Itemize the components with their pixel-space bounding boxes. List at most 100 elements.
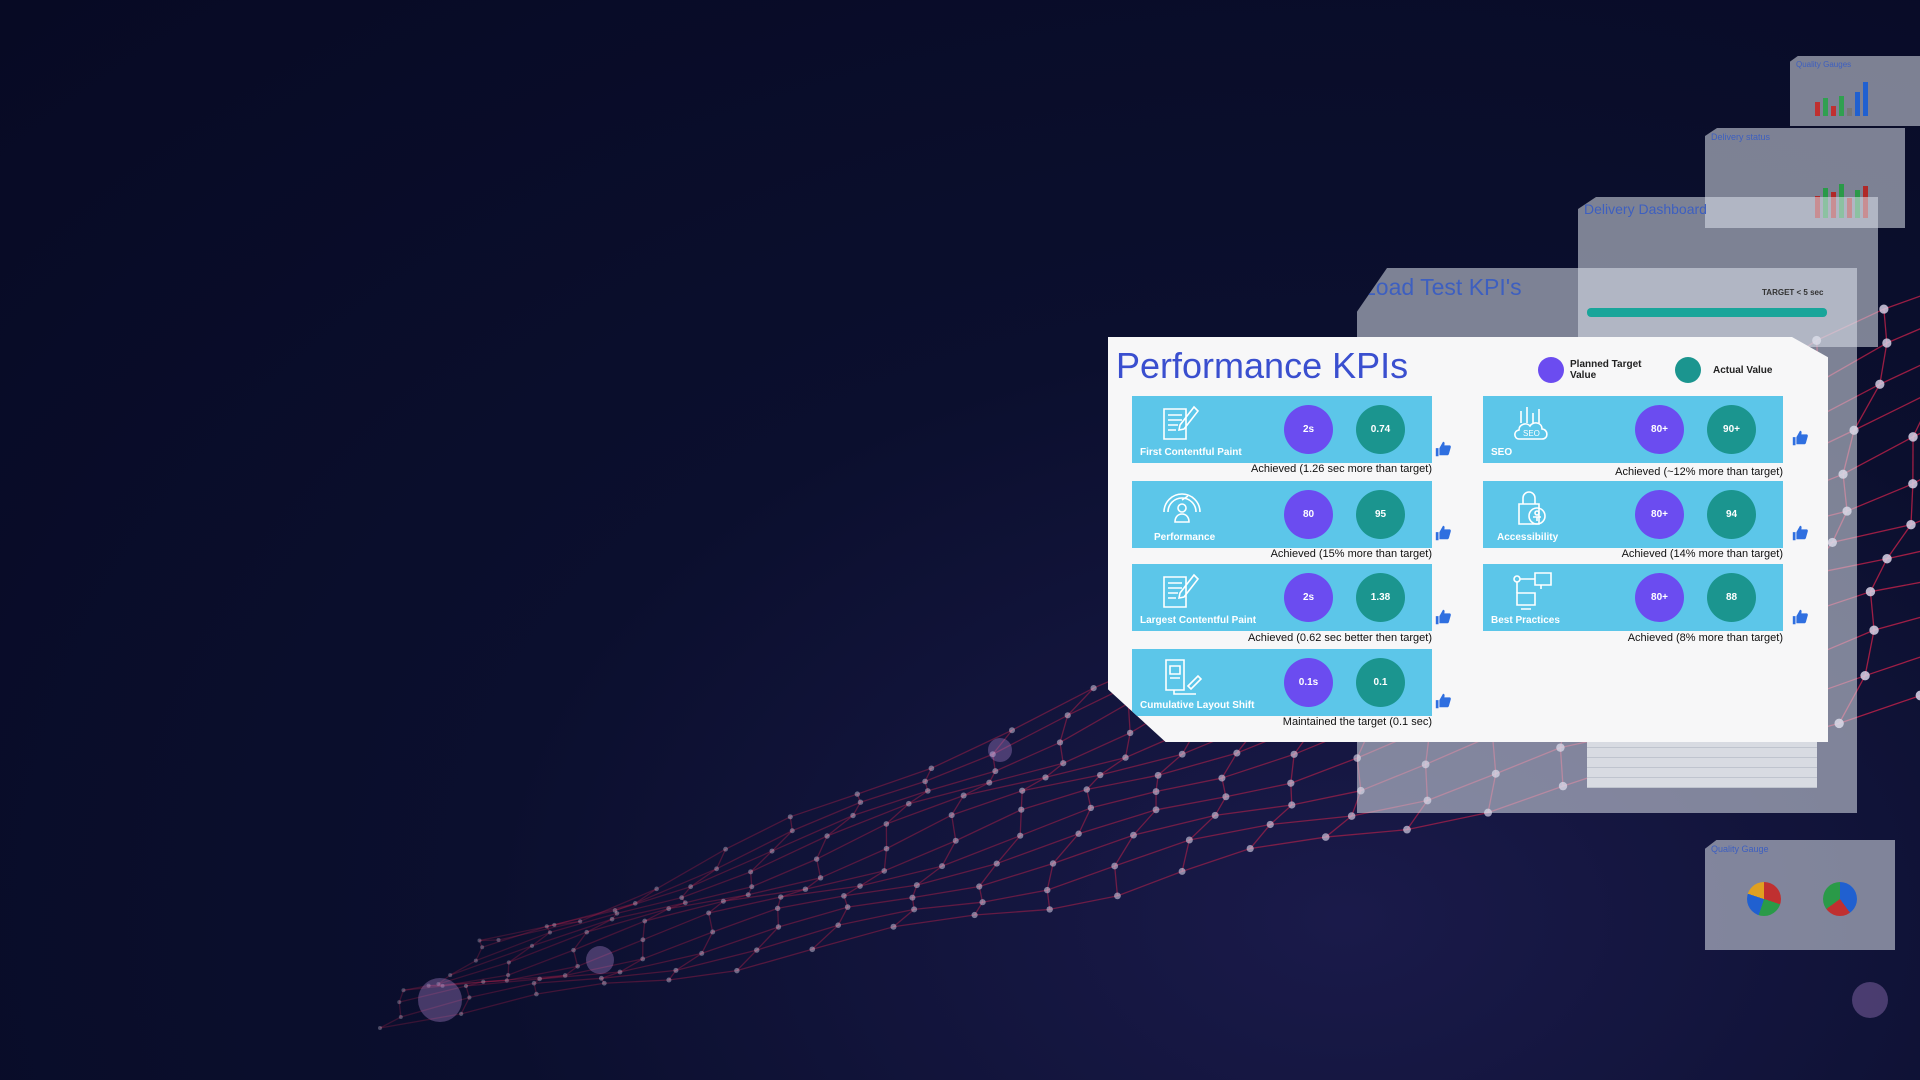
mesh-node [841, 893, 847, 899]
mesh-node [477, 938, 482, 943]
kpi-name: Cumulative Layout Shift [1140, 700, 1255, 711]
mesh-line [989, 762, 1064, 784]
mesh-node [769, 848, 775, 854]
mesh-line [780, 885, 861, 898]
mesh-line [908, 790, 929, 805]
mesh-line [531, 918, 613, 947]
mesh-line [498, 920, 581, 941]
legend-actual: Actual Value [1675, 357, 1772, 383]
mesh-node [844, 904, 851, 910]
mesh-line [716, 830, 793, 870]
mesh-node [883, 845, 890, 852]
mesh-line [1221, 752, 1238, 779]
legend-planned-label: Planned Target Value [1570, 359, 1642, 381]
ghost-pie-chart [1747, 882, 1781, 916]
mesh-node [481, 979, 486, 984]
mesh-line [379, 1013, 462, 1029]
mesh-line [812, 926, 894, 950]
mesh-line [573, 920, 645, 951]
mesh-line [916, 865, 943, 886]
planned-value: 2s [1284, 405, 1333, 454]
mesh-line [789, 816, 793, 831]
mesh-line [573, 931, 588, 951]
mesh-line [951, 790, 1023, 816]
mesh-line [565, 958, 643, 977]
mesh-node [993, 860, 1000, 867]
mesh-line [506, 974, 509, 981]
actual-value: 0.74 [1356, 405, 1405, 454]
mesh-line [579, 888, 657, 922]
ghost-slide-title: Delivery Dashboard [1584, 201, 1707, 217]
mesh-node [909, 894, 916, 901]
mesh-line [988, 770, 996, 783]
mesh-line [749, 871, 753, 887]
mesh-line [912, 885, 980, 899]
mesh-line [1045, 762, 1064, 778]
mesh-line [635, 868, 717, 904]
mesh-line [1864, 656, 1920, 677]
mesh-node [976, 883, 983, 890]
mesh-line [886, 794, 964, 825]
mesh-line [911, 897, 915, 910]
mesh-line [611, 902, 686, 920]
mesh-node [748, 869, 754, 875]
document-pen-icon [1163, 405, 1200, 440]
mesh-line [838, 908, 915, 926]
mesh-line [586, 908, 669, 933]
mesh-line [483, 974, 566, 983]
mesh-line [1181, 847, 1251, 873]
mesh-line [992, 714, 1069, 755]
mesh-node [1266, 820, 1274, 829]
mesh-node [979, 899, 986, 906]
mesh-node [640, 956, 646, 962]
thumbs-up-icon [1435, 693, 1451, 709]
mesh-line [924, 781, 929, 792]
mesh-node [1347, 812, 1356, 820]
mesh-node [609, 916, 615, 922]
mesh-line [656, 848, 726, 890]
mesh-node [1875, 379, 1885, 389]
mesh-line [461, 993, 537, 1015]
mesh-line [616, 897, 682, 915]
mesh-line [1047, 865, 1115, 891]
actual-value: 1.38 [1356, 573, 1405, 622]
mesh-line [974, 908, 1050, 916]
mesh-line [507, 962, 510, 976]
kpi-name: Largest Contentful Paint [1140, 615, 1257, 626]
mesh-node [1130, 831, 1137, 839]
planned-value: 80+ [1635, 490, 1684, 539]
mesh-node [1075, 830, 1082, 837]
mesh-line [465, 985, 471, 998]
mesh-line [586, 918, 613, 933]
thumbs-up-icon [1435, 609, 1451, 625]
mesh-node [1287, 779, 1295, 787]
document-pen-icon [1163, 573, 1200, 608]
mesh-node [706, 910, 712, 916]
mesh-line [951, 814, 957, 841]
mesh-line [1406, 812, 1489, 831]
ghost-slide-quality-gauges: Quality Gauges [1790, 56, 1920, 126]
mesh-node [1882, 554, 1892, 564]
mesh-line [442, 974, 509, 987]
mesh-line [1049, 895, 1118, 911]
mesh-line [708, 912, 714, 933]
mesh-line [1290, 783, 1293, 806]
mesh-line [725, 816, 791, 850]
mesh-node [463, 983, 469, 989]
mesh-line [995, 741, 1061, 772]
mesh-line [1188, 814, 1216, 841]
mesh-node [948, 812, 955, 819]
mesh-node [496, 938, 501, 943]
mesh-line [1912, 432, 1920, 438]
mesh-line [736, 949, 758, 972]
mesh-line [883, 848, 888, 871]
mesh-line [885, 803, 910, 825]
mesh-node [666, 906, 672, 912]
mesh-line [963, 782, 990, 797]
mesh-line [1883, 309, 1888, 344]
mesh-line [681, 886, 692, 899]
mesh-line [1291, 790, 1361, 806]
mesh-node [745, 892, 751, 898]
mesh-node [1152, 788, 1160, 795]
planned-value: 80+ [1635, 405, 1684, 454]
